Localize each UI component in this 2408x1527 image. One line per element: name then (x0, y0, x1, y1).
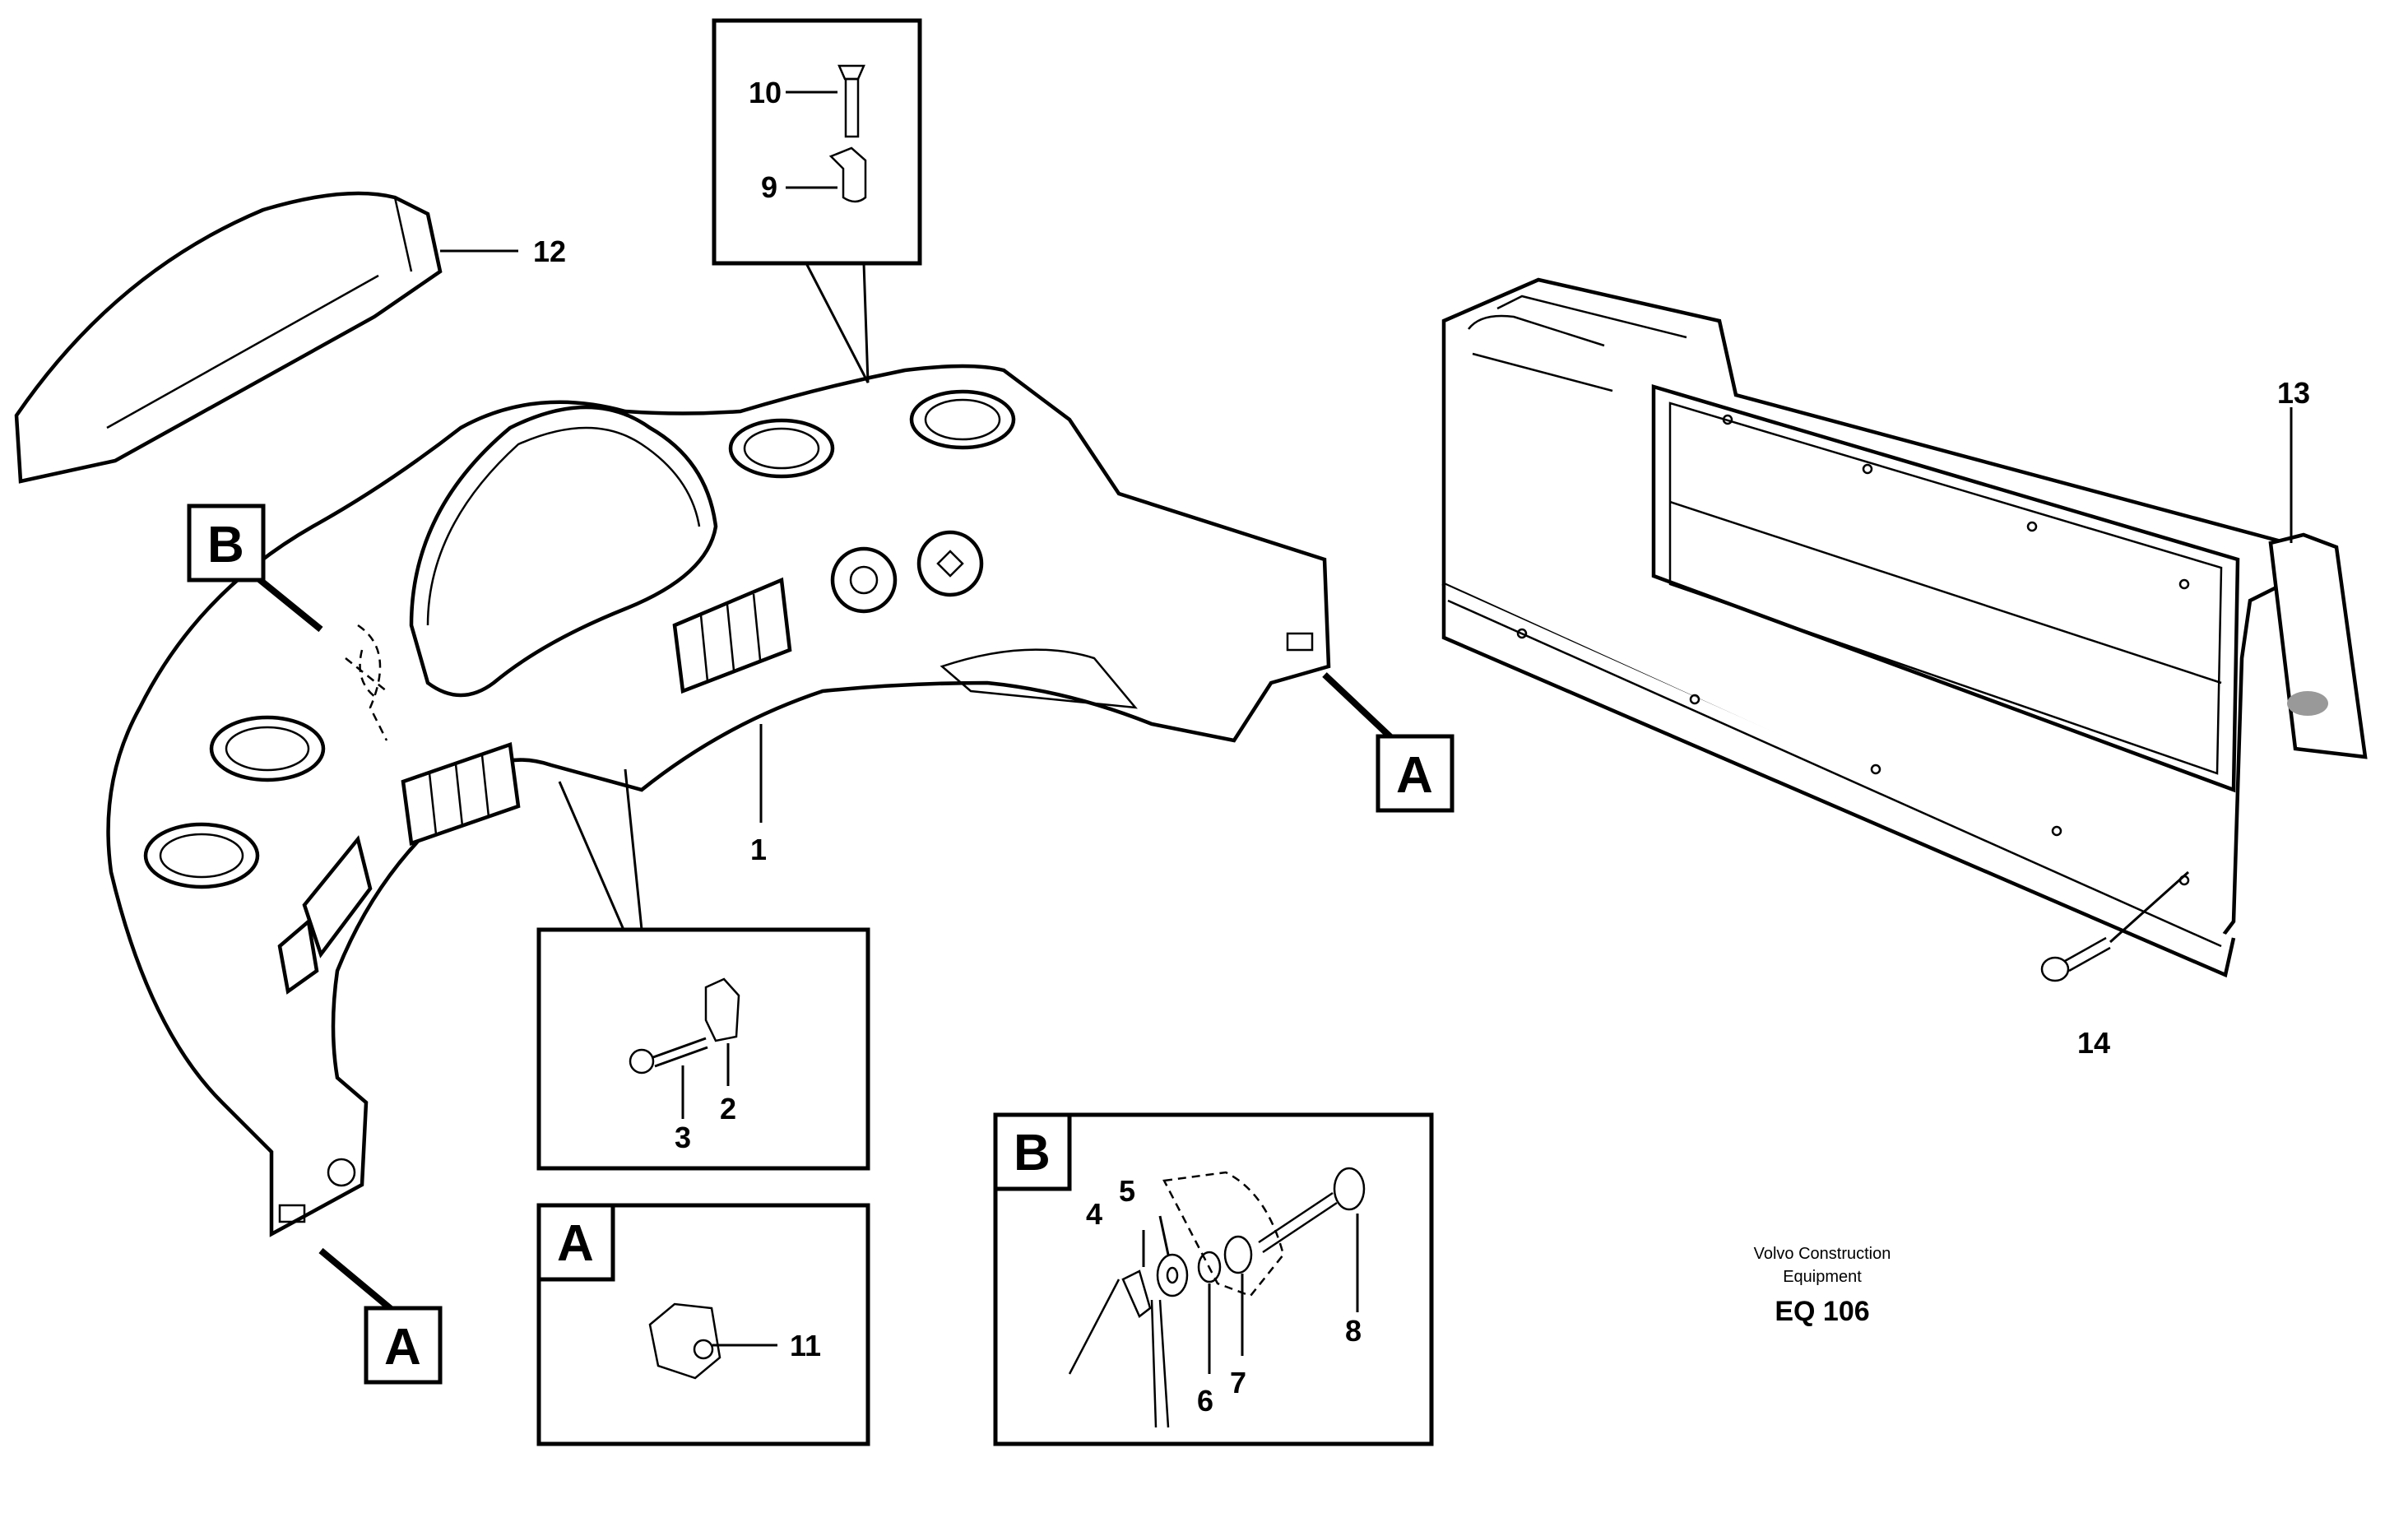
label-13: 13 (2277, 376, 2310, 410)
label-2: 2 (720, 1092, 736, 1126)
label-14: 14 (2077, 1026, 2110, 1060)
label-3: 3 (675, 1121, 691, 1154)
part-12-cover (14, 191, 518, 484)
part-13-panel (1441, 277, 2368, 978)
caption-code: EQ 106 (1775, 1296, 1869, 1327)
callout-a-left (318, 1247, 443, 1385)
caption-block: Volvo Construction Equipment EQ 106 (1754, 1245, 1891, 1327)
detail-tag-b-callout: B (207, 517, 244, 573)
label-7: 7 (1230, 1366, 1246, 1399)
callout-b (187, 504, 323, 633)
detail-tag-a-left: A (384, 1319, 421, 1376)
inset-2-3 (536, 769, 870, 1171)
inset-a-11 (536, 1203, 870, 1446)
label-1: 1 (750, 833, 767, 866)
detail-tag-a-right: A (1396, 747, 1433, 804)
detail-tag-a-inset: A (557, 1215, 594, 1272)
label-8: 8 (1345, 1314, 1362, 1348)
detail-tag-b-inset: B (1014, 1125, 1051, 1181)
label-11: 11 (790, 1329, 821, 1362)
caption-line-1: Volvo Construction (1754, 1245, 1891, 1263)
label-4: 4 (1086, 1197, 1102, 1231)
label-10: 10 (749, 76, 782, 109)
inset-b-4-8 (993, 1112, 1434, 1446)
part-1-dashboard (106, 364, 1331, 1237)
callout-a-right (1322, 672, 1455, 813)
label-6: 6 (1197, 1384, 1213, 1418)
label-9: 9 (761, 170, 777, 204)
label-12: 12 (533, 234, 566, 268)
inset-9-10 (712, 18, 922, 383)
part-14-screw (2040, 870, 2190, 982)
label-5: 5 (1119, 1174, 1135, 1208)
caption-line-2: Equipment (1783, 1268, 1862, 1286)
